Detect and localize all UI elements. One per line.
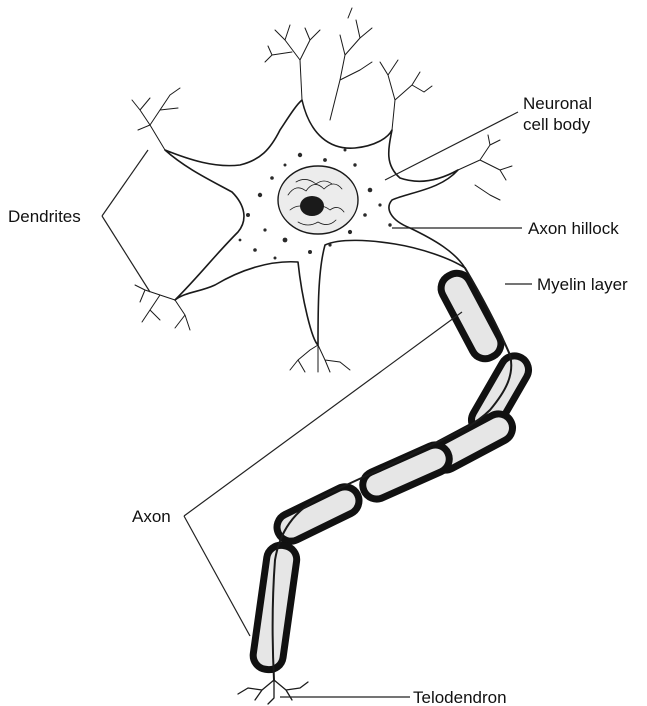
label-axon-hillock: Axon hillock bbox=[528, 219, 619, 238]
label-neuronal-cell-body-line1: Neuronal bbox=[523, 94, 592, 113]
label-dendrites: Dendrites bbox=[8, 207, 81, 226]
label-axon: Axon bbox=[132, 507, 171, 526]
nucleolus bbox=[300, 196, 324, 216]
leader-axon-lower bbox=[184, 516, 250, 636]
myelin-segment-5 bbox=[272, 482, 363, 546]
leader-dendrites-lower bbox=[102, 216, 150, 292]
telodendron-branches bbox=[238, 680, 308, 704]
leader-axon-upper bbox=[184, 312, 462, 516]
leader-neuronal-cell-body bbox=[385, 112, 518, 180]
myelin-segment-1 bbox=[436, 268, 506, 363]
label-myelin-layer: Myelin layer bbox=[537, 275, 628, 294]
myelin-segments bbox=[251, 268, 533, 671]
neuronal-cell-body bbox=[165, 100, 465, 345]
axon-with-myelin bbox=[238, 268, 534, 704]
label-neuronal-cell-body-line2: cell body bbox=[523, 115, 591, 134]
leader-dendrites-upper bbox=[102, 150, 148, 216]
label-telodendron: Telodendron bbox=[413, 688, 507, 706]
